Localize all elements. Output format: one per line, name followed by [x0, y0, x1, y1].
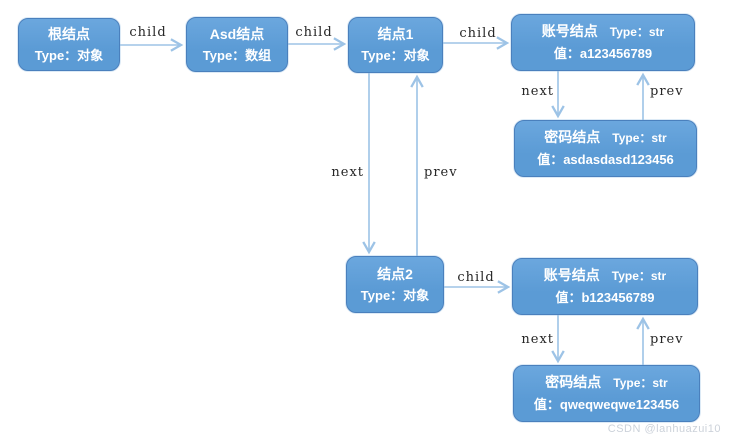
node-node1-type: Type：对象	[361, 48, 430, 63]
node-password1: 密码结点 Type：str 值：asdasdasd123456	[514, 120, 697, 177]
node-account2: 账号结点 Type：str 值：b123456789	[512, 258, 698, 315]
node-password1-type: Type：str	[612, 131, 667, 145]
edge-label-child-asd-node1: child	[295, 25, 333, 40]
node-account2-value: 值：b123456789	[555, 290, 655, 305]
edge-label-next-account1-password1: next	[521, 84, 554, 99]
node-account2-title: 账号结点	[543, 267, 600, 283]
node-password2-title: 密码结点	[545, 374, 602, 390]
node-node2: 结点2 Type：对象	[346, 256, 444, 313]
node-account1-type: Type：str	[609, 25, 665, 39]
edge-label-next-node1-node2: next	[331, 165, 364, 180]
node-root-title: 根结点	[48, 25, 90, 42]
csdn-watermark: CSDN @lanhuazui10	[607, 423, 721, 435]
node-asd: Asd结点 Type：数组	[186, 17, 288, 72]
node-node1: 结点1 Type：对象	[348, 17, 443, 73]
node-root: 根结点 Type：对象	[18, 18, 120, 71]
node-password2: 密码结点 Type：str 值：qweqweqwe123456	[513, 365, 700, 422]
node-asd-title: Asd结点	[209, 25, 265, 42]
node-node2-type: Type：对象	[360, 287, 430, 303]
node-node1-title: 结点1	[377, 26, 414, 42]
edge-label-prev-node2-node1: prev	[424, 165, 458, 180]
node-account1-value: 值：a123456789	[553, 46, 653, 61]
node-node2-title: 结点2	[377, 265, 413, 282]
edge-label-next-account2-password2: next	[521, 332, 554, 347]
node-account1: 账号结点 Type：str 值：a123456789	[511, 14, 695, 71]
node-asd-type: Type：数组	[202, 47, 272, 63]
node-root-type: Type：对象	[34, 47, 104, 63]
edge-label-child-node1-account1: child	[459, 26, 497, 41]
node-account2-type: Type：str	[611, 269, 667, 283]
node-account1-title: 账号结点	[541, 23, 598, 39]
edge-label-child-node2-account2: child	[457, 270, 495, 285]
edge-label-prev-password1-account1: prev	[650, 84, 684, 99]
edge-label-child-root-asd: child	[129, 25, 167, 40]
edge-label-prev-password2-account2: prev	[650, 332, 684, 347]
node-password2-value: 值：qweqweqwe123456	[533, 397, 680, 412]
node-password1-value: 值：asdasdasd123456	[537, 152, 674, 167]
node-password1-title: 密码结点	[544, 129, 601, 145]
node-password2-type: Type：str	[613, 376, 668, 390]
